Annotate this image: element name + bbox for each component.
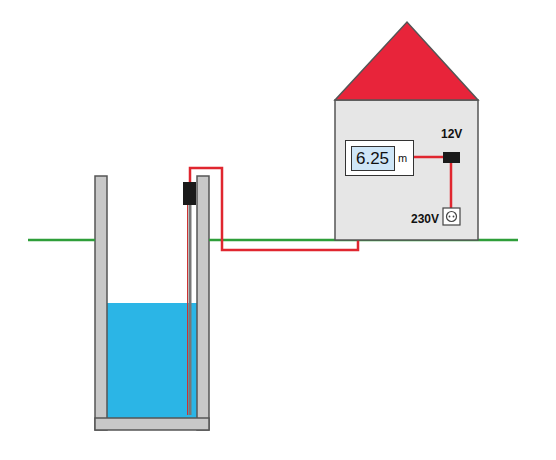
house-wall [335, 100, 478, 240]
well-wall [197, 176, 209, 430]
wall-socket [443, 208, 460, 225]
power-wire [450, 162, 453, 208]
unit-text: m [398, 153, 407, 164]
sensor-rod [189, 204, 192, 415]
power-wire [412, 156, 444, 159]
ground-line [28, 239, 95, 242]
power-adapter [443, 152, 460, 163]
display-unit: 6.25 m [345, 140, 414, 176]
reading-value: 6.25 [356, 150, 389, 167]
house-roof [335, 22, 478, 100]
sensor-cable [190, 168, 358, 250]
sensor-cable [187, 204, 188, 415]
sensor-head [183, 182, 196, 205]
lcd-screen: 6.25 [351, 146, 395, 171]
well-bottom [95, 418, 209, 430]
mains-label: 230V [411, 213, 439, 225]
water [107, 303, 197, 418]
wall-socket [447, 212, 457, 222]
wall-socket [449, 216, 451, 218]
well-wall [95, 176, 107, 430]
wall-socket [453, 216, 455, 218]
voltage-label: 12V [441, 128, 462, 140]
